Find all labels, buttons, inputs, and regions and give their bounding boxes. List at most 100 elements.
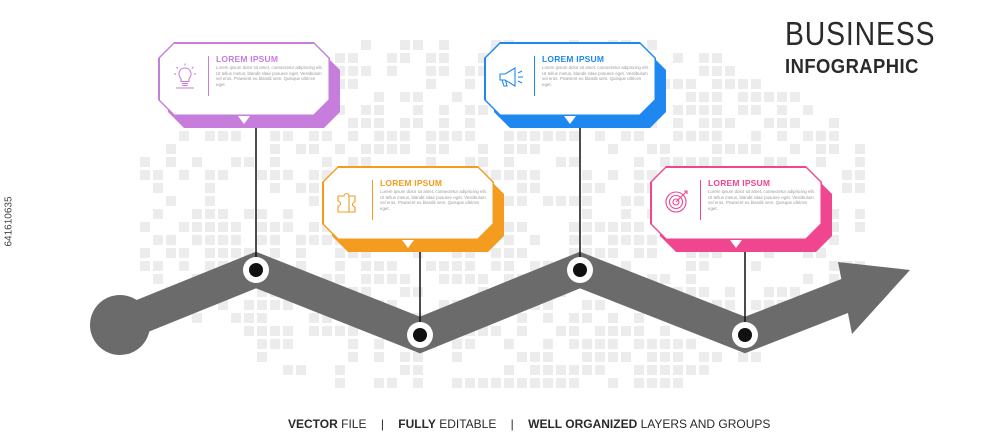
pattern-square <box>530 183 540 193</box>
pattern-square <box>686 248 696 258</box>
pattern-square <box>413 105 423 115</box>
pattern-square <box>192 209 202 219</box>
pattern-square <box>595 365 605 375</box>
pattern-square <box>634 157 644 167</box>
pattern-square <box>257 235 267 245</box>
pattern-square <box>374 378 384 388</box>
pattern-square <box>686 131 696 141</box>
pattern-square <box>231 157 241 167</box>
pattern-square <box>387 131 397 141</box>
pattern-square <box>829 209 839 219</box>
pattern-square <box>296 144 306 154</box>
node-1 <box>243 257 269 283</box>
pattern-square <box>439 40 449 50</box>
pattern-square <box>712 53 722 63</box>
pattern-square <box>374 274 384 284</box>
pattern-square <box>556 378 566 388</box>
pattern-square <box>686 92 696 102</box>
pattern-square <box>608 326 618 336</box>
pattern-square <box>426 131 436 141</box>
step-body: Lorem ipsum dolor sit amet, consectetur … <box>708 189 815 211</box>
pattern-square <box>309 222 319 232</box>
pattern-square <box>582 170 592 180</box>
pattern-square <box>686 287 696 297</box>
pattern-square <box>400 352 410 362</box>
pattern-square <box>426 157 436 167</box>
pattern-square <box>556 326 566 336</box>
pattern-square <box>686 365 696 375</box>
pattern-square <box>595 183 605 193</box>
pattern-square <box>725 144 735 154</box>
pattern-square <box>348 248 358 258</box>
pattern-square <box>829 118 839 128</box>
pattern-square <box>647 235 657 245</box>
pattern-square <box>205 209 215 219</box>
pattern-square <box>218 248 228 258</box>
step-card-2: LOREM IPSUM Lorem ipsum dolor sit amet, … <box>322 166 504 252</box>
pattern-square <box>244 326 254 336</box>
footer-item-2-bold: FULLY <box>398 417 436 431</box>
footer-bar: VECTOR FILE | FULLY EDITABLE | WELL ORGA… <box>288 417 770 431</box>
step-title: LOREM IPSUM <box>708 178 771 188</box>
pattern-square <box>621 261 631 271</box>
pattern-square <box>335 144 345 154</box>
pattern-square <box>335 79 345 89</box>
pattern-square <box>764 300 774 310</box>
pattern-square <box>816 157 826 167</box>
pattern-square <box>140 222 150 232</box>
pattern-square <box>257 313 267 323</box>
pattern-square <box>478 144 488 154</box>
pattern-square <box>608 170 618 180</box>
step-title: LOREM IPSUM <box>542 54 605 64</box>
step-body: Lorem ipsum dolor sit amet, consectetur … <box>542 65 649 87</box>
pattern-square <box>153 209 163 219</box>
pattern-square <box>400 365 410 375</box>
pattern-square <box>777 131 787 141</box>
pattern-square <box>725 79 735 89</box>
pattern-square <box>218 222 228 232</box>
pattern-square <box>699 105 709 115</box>
pattern-square <box>517 131 527 141</box>
pattern-square <box>621 222 631 232</box>
pattern-square <box>673 339 683 349</box>
pattern-square <box>504 170 514 180</box>
step-card-4: LOREM IPSUM Lorem ipsum dolor sit amet, … <box>650 166 832 252</box>
pattern-square <box>530 365 540 375</box>
card-separator <box>208 56 209 96</box>
pattern-square <box>660 352 670 362</box>
pattern-square <box>517 170 527 180</box>
pattern-square <box>647 248 657 258</box>
pattern-square <box>816 131 826 141</box>
pattern-square <box>439 131 449 141</box>
pattern-square <box>660 274 670 284</box>
pattern-square <box>452 92 462 102</box>
arrow-head <box>838 262 910 334</box>
pattern-square <box>491 40 501 50</box>
pattern-square <box>569 313 579 323</box>
pattern-square <box>699 157 709 167</box>
pattern-square <box>634 196 644 206</box>
pattern-square <box>712 352 722 362</box>
pattern-square <box>582 352 592 362</box>
pattern-square <box>556 131 566 141</box>
pattern-square <box>205 196 215 206</box>
pattern-square <box>855 183 865 193</box>
pattern-square <box>621 131 631 141</box>
pattern-square <box>673 105 683 115</box>
pattern-square <box>738 352 748 362</box>
pattern-square <box>621 196 631 206</box>
pattern-square <box>647 144 657 154</box>
pattern-square <box>296 235 306 245</box>
pattern-square <box>712 157 722 167</box>
pattern-square <box>348 79 358 89</box>
pattern-square <box>660 378 670 388</box>
pattern-square <box>816 248 826 258</box>
pattern-square <box>751 144 761 154</box>
pattern-square <box>374 118 384 128</box>
pattern-square <box>777 92 787 102</box>
pattern-square <box>582 209 592 219</box>
pattern-square <box>504 196 514 206</box>
pattern-square <box>452 131 462 141</box>
pattern-square <box>673 131 683 141</box>
pattern-square <box>257 209 267 219</box>
